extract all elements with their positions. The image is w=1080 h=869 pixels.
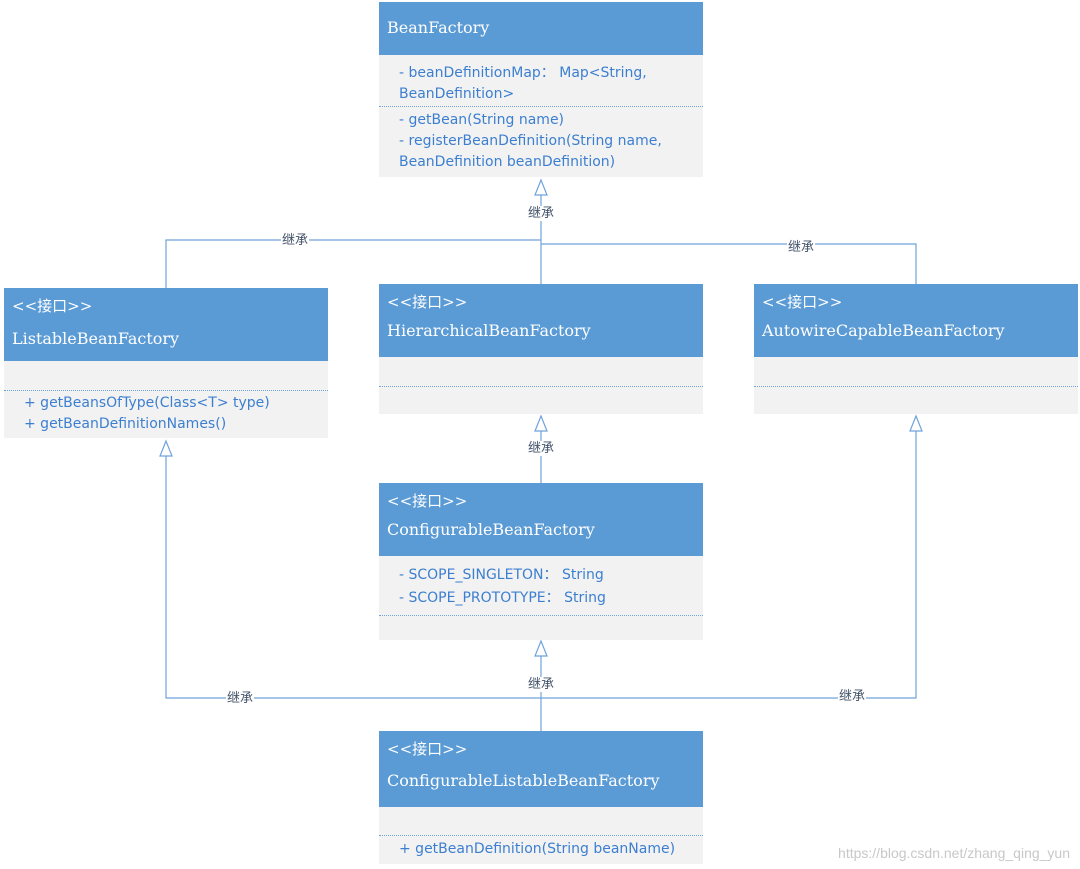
method-line: - registerBeanDefinition(String name, (399, 133, 662, 149)
method-line: + getBeanDefinitionNames() (24, 416, 227, 432)
attributes-section (379, 357, 703, 387)
class-body: + getBeansOfType(Class<T> type) + getBea… (4, 361, 328, 438)
edge-cl-to-autowire (541, 431, 917, 699)
attributes-section: - beanDefinitionMap： Map<String, BeanDef… (379, 55, 703, 107)
methods-section: + getBeansOfType(Class<T> type) + getBea… (4, 391, 328, 435)
attributes-section (379, 807, 703, 836)
edge-label-autowire-beanfactory: 继承 (787, 240, 816, 255)
class-listable-bean-factory[interactable]: <<接口>> ListableBeanFactory + getBeansOfT… (4, 288, 328, 438)
class-name: HierarchicalBeanFactory (387, 321, 591, 340)
class-body (379, 357, 703, 414)
watermark-text: https://blog.csdn.net/zhang_qing_yun (838, 845, 1070, 861)
attributes-section: - SCOPE_SINGLETON： String - SCOPE_PROTOT… (379, 556, 703, 616)
edge-label-hierarchical-beanfactory: 继承 (527, 206, 556, 221)
class-name: ListableBeanFactory (12, 329, 180, 348)
class-body: - beanDefinitionMap： Map<String, BeanDef… (379, 55, 703, 177)
attributes-section (4, 361, 328, 391)
class-header: <<接口>> ConfigurableBeanFactory (379, 483, 703, 556)
arrowhead-beanfactory (534, 178, 548, 196)
edge-label-listable-beanfactory: 继承 (281, 233, 310, 248)
edge-listable-to-beanfactory (165, 239, 541, 288)
edge-cl-to-listable (165, 456, 541, 699)
stereotype-label: <<接口>> (762, 293, 843, 311)
class-body: - SCOPE_SINGLETON： String - SCOPE_PROTOT… (379, 556, 703, 640)
method-line: - getBean(String name) (399, 112, 565, 128)
edge-autowire-to-beanfactory (541, 243, 917, 284)
arrowhead-autowire (909, 414, 923, 432)
attributes-section (754, 357, 1078, 387)
stereotype-label: <<接口>> (387, 293, 468, 311)
class-body (754, 357, 1078, 414)
attribute-line: - SCOPE_SINGLETON： String (399, 567, 604, 583)
edge-label-cl-autowire: 继承 (838, 689, 867, 704)
class-autowire-capable-bean-factory[interactable]: <<接口>> AutowireCapableBeanFactory (754, 284, 1078, 414)
class-header: <<接口>> ListableBeanFactory (4, 288, 328, 361)
stereotype-label: <<接口>> (387, 740, 468, 758)
class-name: AutowireCapableBeanFactory (762, 321, 1005, 340)
method-line: + getBeansOfType(Class<T> type) (24, 395, 270, 411)
method-line: + getBeanDefinition(String beanName) (399, 841, 676, 857)
attribute-line: - SCOPE_PROTOTYPE： String (399, 590, 606, 606)
stereotype-label: <<接口>> (387, 492, 468, 510)
class-header: <<接口>> ConfigurableListableBeanFactory (379, 731, 703, 807)
class-configurable-listable-bean-factory[interactable]: <<接口>> ConfigurableListableBeanFactory +… (379, 731, 703, 864)
class-body: + getBeanDefinition(String beanName) (379, 807, 703, 864)
class-header: BeanFactory (379, 2, 703, 55)
edge-label-cl-configurable: 继承 (527, 677, 556, 692)
attribute-line: - beanDefinitionMap： Map<String, (399, 65, 647, 81)
class-name: ConfigurableBeanFactory (387, 520, 595, 539)
arrowhead-hierarchical (534, 414, 548, 432)
class-bean-factory[interactable]: BeanFactory - beanDefinitionMap： Map<Str… (379, 2, 703, 177)
class-configurable-bean-factory[interactable]: <<接口>> ConfigurableBeanFactory - SCOPE_S… (379, 483, 703, 640)
arrowhead-configurable (534, 639, 548, 657)
methods-section: + getBeanDefinition(String beanName) (379, 836, 703, 860)
edge-label-cl-listable: 继承 (226, 691, 255, 706)
edge-label-configurable-hierarchical: 继承 (527, 441, 556, 456)
attribute-line: BeanDefinition> (399, 86, 515, 102)
stereotype-label: <<接口>> (12, 297, 93, 315)
method-line: BeanDefinition beanDefinition) (399, 154, 616, 170)
class-header: <<接口>> HierarchicalBeanFactory (379, 284, 703, 357)
class-header: <<接口>> AutowireCapableBeanFactory (754, 284, 1078, 357)
class-name: BeanFactory (387, 18, 490, 37)
methods-section: - getBean(String name) - registerBeanDef… (379, 107, 703, 173)
class-hierarchical-bean-factory[interactable]: <<接口>> HierarchicalBeanFactory (379, 284, 703, 414)
class-name: ConfigurableListableBeanFactory (387, 771, 660, 790)
arrowhead-listable (159, 439, 173, 457)
